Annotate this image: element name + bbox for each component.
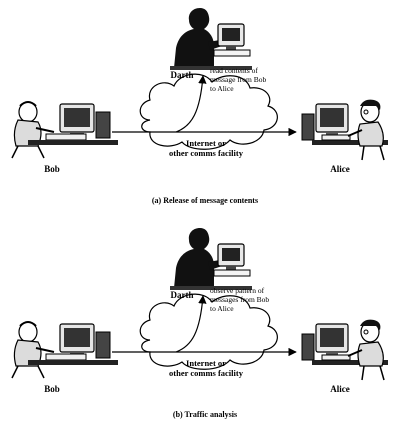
intercept-arrow bbox=[175, 75, 207, 133]
figure-caption: (a) Release of message contents bbox=[152, 196, 258, 205]
intercept-arrow bbox=[175, 295, 207, 353]
alice-icon bbox=[301, 98, 389, 161]
attacker-label: Darth bbox=[171, 290, 194, 300]
cloud-label: other comms facility bbox=[169, 368, 244, 378]
bob-icon bbox=[11, 101, 119, 159]
cloud-label: Internet or bbox=[186, 138, 226, 148]
note-line: to Alice bbox=[210, 304, 234, 313]
sender-label: Bob bbox=[44, 164, 60, 174]
panel-traffic-analysis: Darth Bob Alice observe pattern of messa… bbox=[11, 227, 389, 419]
note-line: read contents of bbox=[210, 66, 258, 75]
figure-caption: (b) Traffic analysis bbox=[173, 410, 237, 419]
bob-icon bbox=[11, 321, 119, 379]
darth-icon bbox=[169, 227, 253, 291]
receiver-label: Alice bbox=[330, 164, 350, 174]
note-line: observe pattern of bbox=[210, 286, 265, 295]
panel-release-of-message-contents: Darth Bob Alice read contents of message… bbox=[11, 7, 389, 205]
cloud-label: other comms facility bbox=[169, 148, 244, 158]
darth-icon bbox=[169, 7, 253, 71]
note-line: messages from Bob bbox=[210, 295, 269, 304]
cloud-label: Internet or bbox=[186, 358, 226, 368]
note-line: to Alice bbox=[210, 84, 234, 93]
receiver-label: Alice bbox=[330, 384, 350, 394]
alice-icon bbox=[301, 318, 389, 381]
note-line: message from Bob bbox=[210, 75, 266, 84]
attacker-label: Darth bbox=[171, 70, 194, 80]
sender-label: Bob bbox=[44, 384, 60, 394]
